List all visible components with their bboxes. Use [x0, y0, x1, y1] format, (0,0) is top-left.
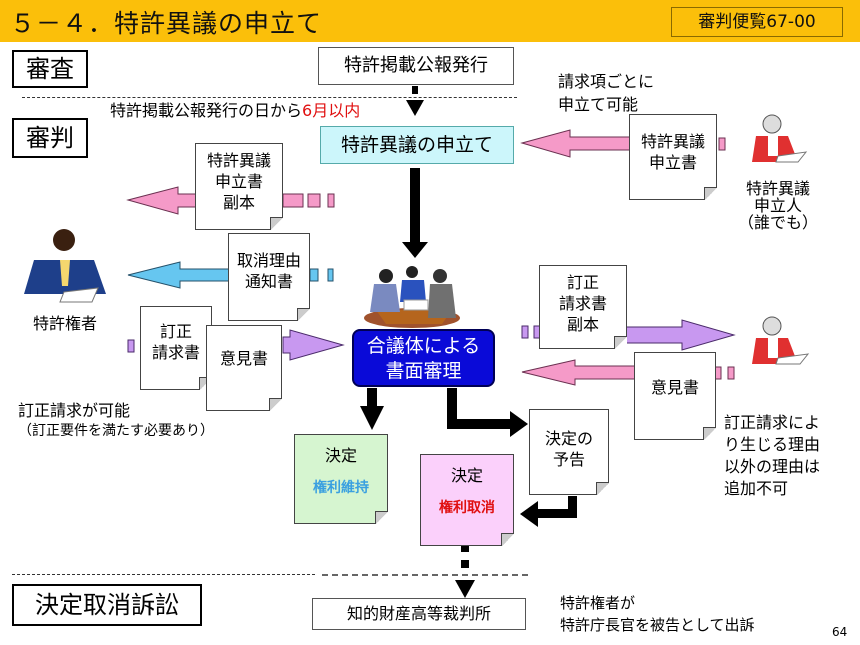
deadline-highlight: 6月以内 [302, 101, 361, 120]
no-additional-reasons-note: 訂正請求によ り生じる理由 以外の理由は 追加不可 [724, 413, 821, 498]
opponent-figure-icon-2 [752, 316, 810, 365]
pink-arrow-opposition-copy [126, 186, 335, 215]
owner-figure-icon [24, 229, 106, 303]
phase-trial: 審判 [12, 118, 88, 158]
appeal-note: 特許権者が 特許庁長官を被告として出訴 [560, 594, 755, 634]
panel-meeting-illustration [364, 266, 460, 328]
opponent-label: 特許異議 申立人 （誰でも） [737, 179, 818, 232]
correction-possible-note: 訂正請求が可能 [18, 401, 131, 420]
separator-exam-trial [22, 97, 517, 98]
down-arrow-to-panel [402, 168, 428, 258]
doc-opposition-brief: 特許異議 申立書 [629, 114, 717, 200]
doc-opposition-copy: 特許異議 申立書 副本 [195, 143, 283, 230]
owner-label: 特許権者 [33, 314, 98, 333]
page-number: 64 [832, 625, 848, 639]
per-claim-note: 請求項ごとに 申立て可能 [558, 72, 655, 114]
deadline-prefix: 特許掲載公報発行の日から [110, 101, 303, 120]
down-arrow-to-court [322, 546, 528, 598]
elbow-arrow-to-advance-notice [447, 388, 528, 437]
reference-label: 審判便覧67-00 [671, 7, 843, 37]
doc-advance-notice: 決定の 予告 [529, 409, 609, 495]
slide-title: ５－４．特許異議の申立て [10, 9, 323, 38]
deadline-text: 特許掲載公報発行の日から6月以内 [110, 101, 360, 121]
correction-requirement-note: （訂正要件を満たす必要あり） [18, 423, 214, 439]
court-box: 知的財産高等裁判所 [312, 598, 526, 630]
maintain-result: 権利維持 [313, 480, 369, 496]
publication-box: 特許掲載公報発行 [318, 47, 514, 85]
revoke-result: 権利取消 [439, 500, 495, 516]
connector-square [412, 86, 418, 94]
phase-litigation: 決定取消訴訟 [12, 584, 202, 626]
doc-correction-copy: 訂正 請求書 副本 [539, 265, 627, 349]
panel-review-box: 合議体による 書面審理 [352, 329, 495, 387]
purple-arrow-correction-copy [521, 319, 736, 351]
down-arrow-publication [406, 100, 424, 116]
opponent-figure-icon [752, 114, 808, 163]
doc-opponent-opinion: 意見書 [634, 352, 716, 440]
down-arrow-to-maintain [360, 388, 384, 430]
phase-examination: 審査 [12, 50, 88, 88]
doc-correction-request: 訂正 請求書 [140, 306, 212, 390]
opposition-box: 特許異議の申立て [320, 126, 514, 164]
decision-revoke: 決定 権利取消 [420, 454, 514, 546]
doc-revocation-notice: 取消理由 通知書 [228, 233, 310, 321]
separator-trial-litigation [12, 574, 315, 575]
purple-arrow-to-panel [127, 329, 345, 361]
doc-owner-opinion: 意見書 [206, 325, 282, 411]
decision-maintain: 決定 権利維持 [294, 434, 388, 524]
elbow-arrow-to-revoke [520, 496, 577, 527]
